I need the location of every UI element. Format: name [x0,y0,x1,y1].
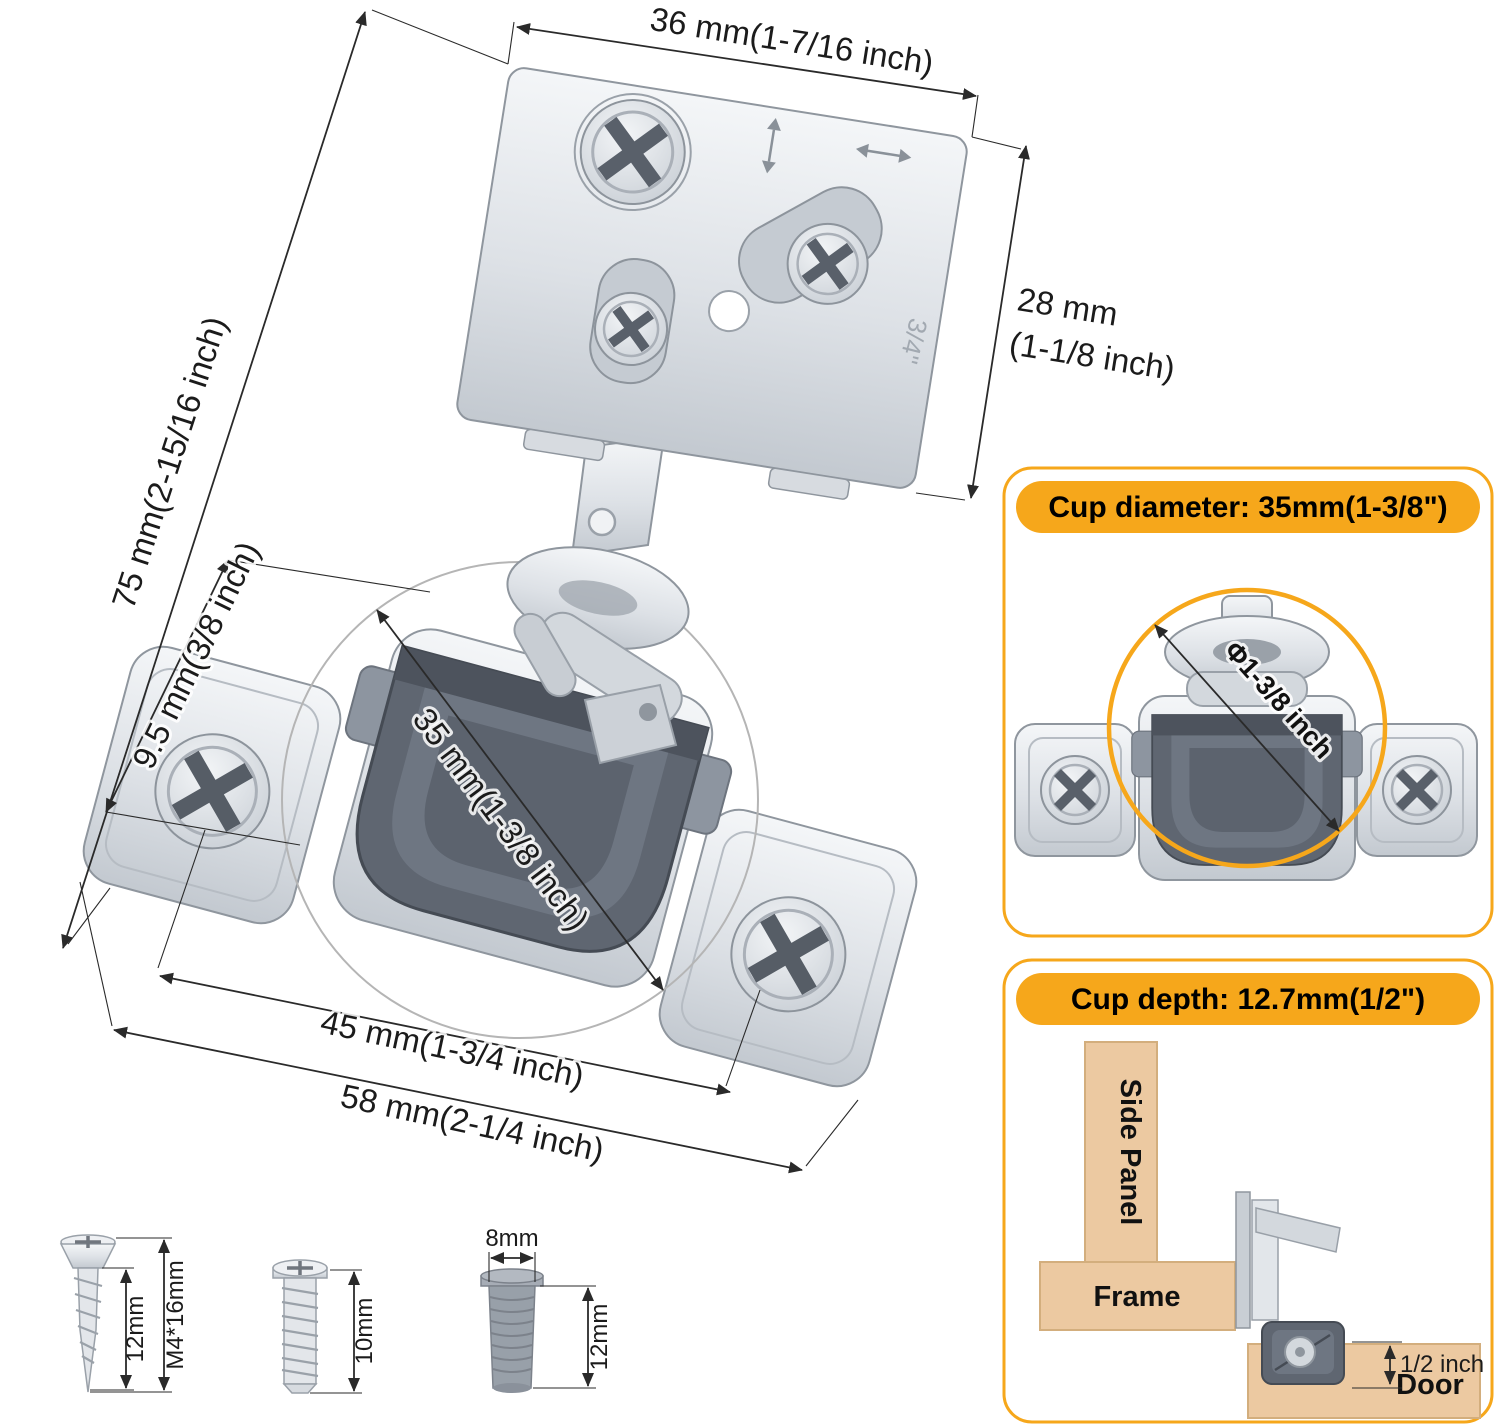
euro-screw-threads [281,1286,319,1378]
adjustment-screw-icon [786,222,869,305]
door-label: Door [1396,1369,1464,1401]
side-panel-label: Side Panel [1114,1079,1146,1226]
mini-left-wing [1014,723,1136,857]
screw-threads [73,1276,103,1364]
mounting-plate: 3/4" [456,67,968,500]
frame-label: Frame [1093,1281,1180,1313]
dowel-length: 12mm [586,1304,613,1371]
plate-hole [708,290,751,333]
dowel-ribs [489,1296,535,1373]
horizontal-adjust-arrow-icon [855,143,912,163]
dim-plate-height-line2: (1-1/8 inch) [1007,324,1178,387]
wood-screw-spec: M4*16mm [162,1260,189,1369]
cup-depth-panel: Cup depth: 12.7mm(1/2") Side Panel Frame… [1002,958,1494,1424]
height-screw-icon [594,291,669,366]
cup-diameter-title: Cup diameter: 35mm(1-3/8") [1048,491,1447,524]
cup-depth-title-band [1016,973,1480,1025]
wood-screw [59,1234,117,1393]
diameter-highlight-circle [1106,587,1388,869]
cup-diameter-title-band [1016,481,1480,533]
mini-right-wing [1356,723,1478,857]
plastic-dowel [480,1268,544,1393]
euro-screw [272,1259,328,1394]
depth-label: 1/2 inch [1400,1351,1484,1378]
euro-screw-cross-slot-icon [287,1261,313,1275]
dowel-width: 8mm [485,1225,538,1252]
left-wing-plate [82,645,342,925]
cup-diameter-panel: Cup diameter: 35mm(1-3/8") Φ1-3/8 inch [1002,466,1494,938]
euro-screw-length: 10mm [351,1298,378,1365]
dim-plate-height-line1: 28 mm [1015,280,1120,332]
cup-depth-title: Cup depth: 12.7mm(1/2") [1071,983,1425,1016]
plate-screw-icon [573,93,692,212]
side-panel-board [1084,1041,1158,1263]
hinge-cross-section [1235,1191,1345,1385]
screw-cross-slot-icon [75,1236,101,1248]
arm-hole [587,507,617,537]
dim-total-height: 75 mm(2-15/16 inch) [104,312,233,613]
right-wing-plate [658,808,918,1088]
wood-screw-thread-length: 12mm [122,1296,149,1363]
right-wing-screw-icon [730,896,847,1013]
vertical-adjust-arrow-icon [762,118,781,174]
